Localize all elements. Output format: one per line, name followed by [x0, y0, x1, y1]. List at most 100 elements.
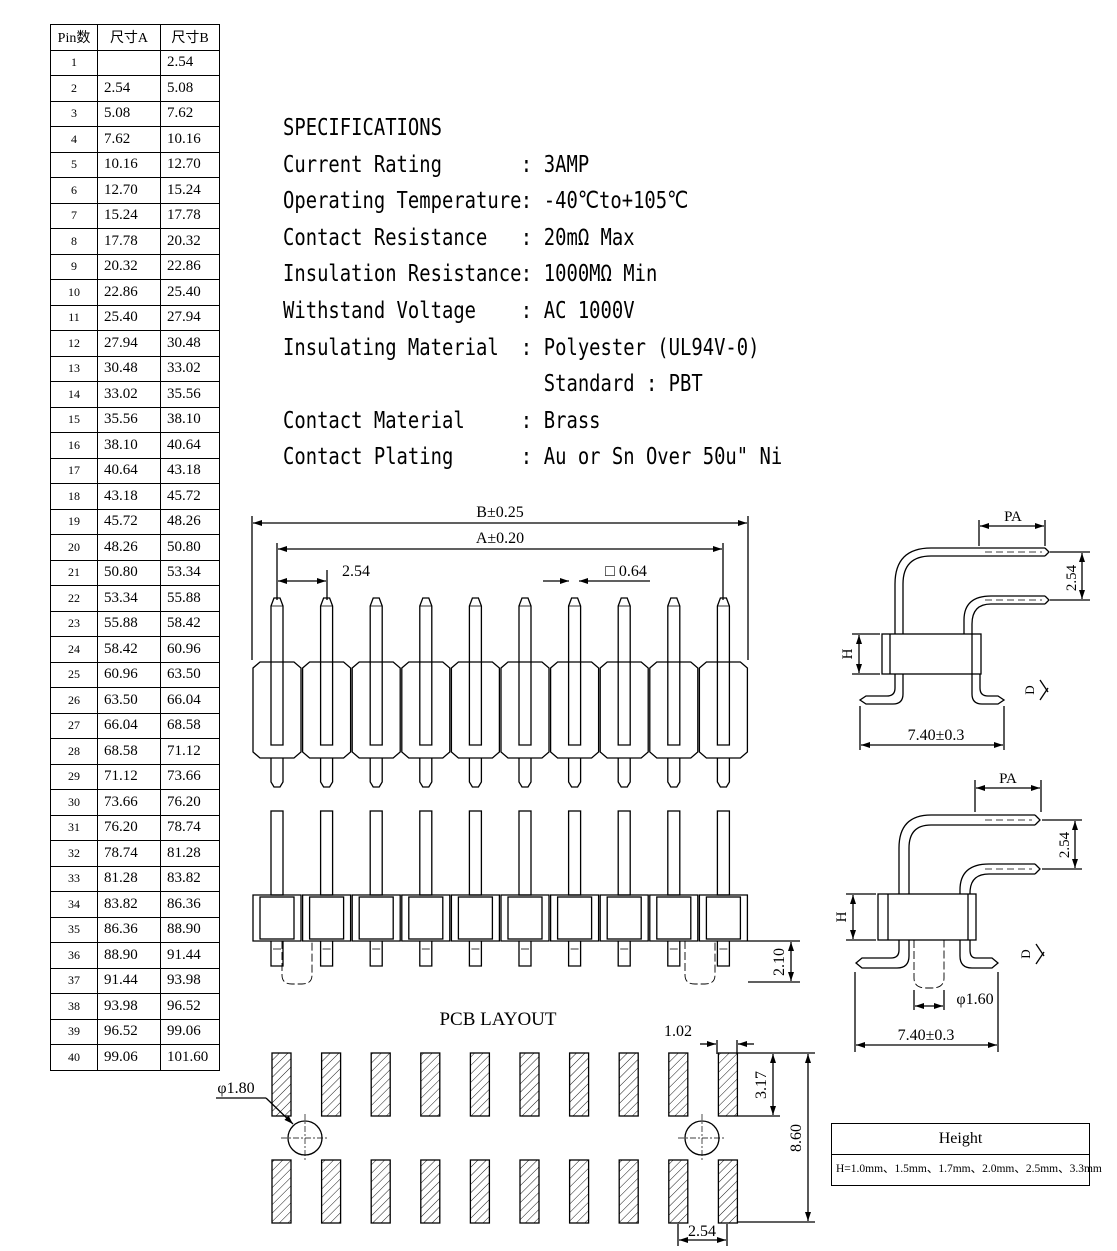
dimension-b-cell: 17.78 — [160, 202, 220, 229]
dimension-b-cell: 93.98 — [160, 967, 220, 994]
dimension-b-cell: 68.58 — [160, 712, 220, 739]
pin-square-label: □ 0.64 — [605, 563, 647, 580]
spec-colon: : — [520, 151, 533, 178]
pcb-pad-lower — [469, 1159, 491, 1224]
pcb-pad-lower — [320, 1159, 342, 1224]
spec-label: Contact Resistance — [283, 224, 488, 251]
dimension-b-cell: 2.54 — [160, 49, 220, 76]
dimension-a-cell: 20.32 — [97, 253, 161, 280]
housing-segment — [549, 661, 600, 759]
pin-lower — [567, 941, 582, 967]
header-pin-count: Pin数 — [50, 24, 98, 51]
spec-value: 1000MΩ Min — [543, 261, 658, 288]
dimension-a-cell: 99.06 — [97, 1044, 161, 1071]
pin-count-cell: 39 — [50, 1018, 98, 1045]
spec-label: Operating Temperature — [283, 188, 522, 215]
pin-lower — [468, 758, 483, 788]
housing-inner — [507, 896, 543, 940]
pin-count-cell: 36 — [50, 942, 98, 969]
side-upper-h-label: H — [840, 648, 856, 659]
spec-value-extra: Standard : PBT — [543, 371, 703, 398]
housing-inner — [556, 896, 593, 940]
spec-value: Au or Sn Over 50u" Ni — [543, 444, 783, 471]
dimension-b-cell: 12.70 — [160, 151, 220, 178]
pin-lower — [617, 758, 631, 788]
height-box-values: H=1.0mm、1.5mm、1.7mm、2.0mm、2.5mm、3.3mm — [836, 1163, 1102, 1175]
dimension-a-cell: 48.26 — [97, 534, 161, 561]
housing-inner — [656, 896, 692, 940]
pin-lower — [270, 941, 284, 967]
pin-upper — [716, 597, 731, 746]
dimension-b-cell: 73.66 — [160, 763, 220, 790]
pcb-pad-upper — [618, 1052, 639, 1117]
dimension-a-cell: 76.20 — [97, 814, 161, 841]
pcb-pad-lower — [519, 1159, 540, 1224]
dimension-a-cell: 63.50 — [97, 687, 161, 714]
spec-value: 20mΩ Max — [543, 224, 635, 251]
pcb-pitch-label: 2.54 — [688, 1223, 716, 1240]
housing-inner — [606, 896, 642, 940]
spec-colon: : — [520, 188, 533, 215]
housing-inner — [457, 896, 494, 940]
pcb-pad-lower — [668, 1159, 689, 1224]
dimension-b-cell: 10.16 — [160, 126, 220, 153]
pcb-pad-lower — [420, 1159, 441, 1224]
spec-value: 3AMP — [543, 151, 590, 178]
pin-count-cell: 38 — [50, 993, 98, 1020]
dimension-b-cell: 5.08 — [160, 75, 220, 102]
dimension-b-cell: 99.06 — [160, 1018, 220, 1045]
dimension-a-label: A±0.20 — [476, 530, 524, 547]
dimension-b-cell: 71.12 — [160, 738, 220, 765]
spec-label: Contact Material — [283, 407, 465, 434]
pin-lower — [319, 758, 334, 788]
dimension-a-cell: 35.56 — [97, 406, 161, 433]
side-lower-width-label: 7.40±0.3 — [898, 1027, 955, 1044]
spec-label: Contact Plating — [283, 444, 454, 471]
dimension-a-cell: 2.54 — [97, 75, 161, 102]
side-upper-pa-label: PA — [1004, 509, 1022, 525]
dimension-b-cell: 58.42 — [160, 610, 220, 637]
dimension-b-cell: 30.48 — [160, 330, 220, 357]
housing-segment — [549, 894, 600, 942]
locating-post-hidden — [684, 941, 716, 985]
dimension-210-label: 2.10 — [771, 948, 788, 976]
housing-segment — [351, 894, 401, 942]
dimension-b-cell: 88.90 — [160, 916, 220, 943]
front-view-dimensions: B±0.25 A±0.20 2.54 □ 0.64 2.10 — [251, 504, 800, 983]
height-box-title: Height — [832, 1124, 1089, 1155]
pin-upper — [518, 810, 532, 896]
pin-upper — [419, 597, 433, 746]
spec-colon: : — [520, 297, 533, 324]
pin-count-cell: 14 — [50, 381, 98, 408]
pin-upper — [567, 810, 582, 896]
pcb-pad-lower — [717, 1159, 739, 1224]
dimension-b-label: B±0.25 — [476, 504, 523, 521]
dimension-b-cell: 50.80 — [160, 534, 220, 561]
housing-segment — [351, 661, 401, 759]
side-lower-254-label: 2.54 — [1057, 831, 1073, 858]
housing-segment — [599, 661, 649, 759]
dimension-a-cell: 60.96 — [97, 661, 161, 688]
dimension-a-cell: 55.88 — [97, 610, 161, 637]
dimension-b-cell: 48.26 — [160, 508, 220, 535]
pin-upper — [270, 810, 284, 896]
housing-segment — [599, 894, 649, 942]
pin-lower — [270, 758, 284, 788]
pin-count-cell: 9 — [50, 253, 98, 280]
housing-segment — [450, 894, 501, 942]
pcb-pad-upper — [568, 1052, 590, 1117]
pcb-hole-diameter-label: φ1.80 — [217, 1080, 254, 1097]
